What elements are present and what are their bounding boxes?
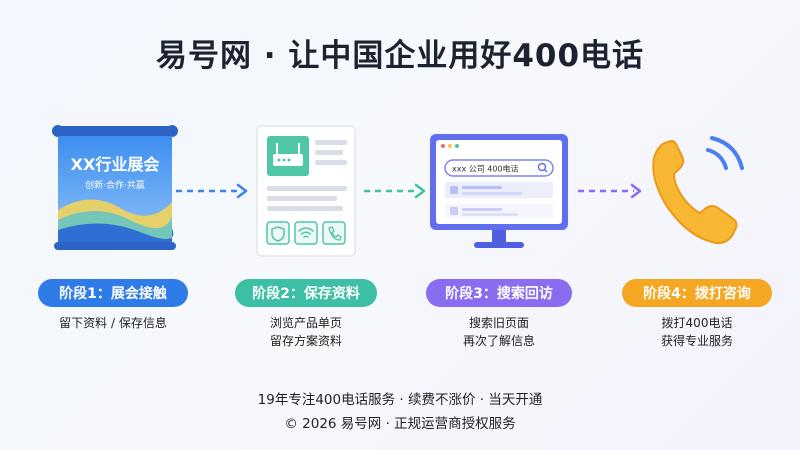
stage-3-description: 搜索旧页面 再次了解信息 — [409, 314, 589, 350]
monitor-search-icon: xxx 公司 400电话 — [430, 134, 568, 248]
stage-1-description: 留下资料 / 保存信息 — [23, 314, 203, 332]
stage-2-description: 浏览产品单页 留存方案资料 — [216, 314, 396, 350]
stage-2-desc-line: 留存方案资料 — [269, 334, 342, 348]
footer-copyright: © 2026 易号网 · 正规运营商授权服务 — [284, 416, 516, 432]
stage-4-description: 拨打400电话 获得专业服务 — [607, 314, 787, 350]
stage-1-label: 阶段1：展会接触 — [38, 279, 188, 307]
stage-3-label: 阶段3：搜索回访 — [426, 279, 572, 307]
stage-3-desc-line: 再次了解信息 — [462, 334, 535, 348]
stage-3-desc-line: 搜索旧页面 — [468, 316, 529, 330]
stage-4-desc-line: 拨打400电话 — [661, 316, 733, 330]
stage-2-desc-line: 浏览产品单页 — [269, 316, 342, 330]
stage-4-label: 阶段4：拨打咨询 — [622, 279, 772, 307]
flow-arrow-2 — [364, 183, 426, 199]
stage-2-label: 阶段2：保存资料 — [235, 279, 377, 307]
search-query-text: xxx 公司 400电话 — [452, 164, 519, 174]
banner-title: XX行业展会 — [71, 155, 160, 174]
footer-tagline: 19年专注400电话服务 · 续费不涨价 · 当天开通 — [257, 392, 543, 408]
page-title: 易号网 · 让中国企业用好400电话 — [155, 38, 645, 74]
phone-call-icon — [652, 136, 744, 245]
stage-4-desc-line: 获得专业服务 — [660, 334, 733, 348]
stage-1-desc-line: 留下资料 / 保存信息 — [59, 316, 167, 330]
flow-arrow-1 — [176, 183, 248, 199]
flow-arrow-3 — [578, 183, 642, 199]
exhibition-banner-icon: XX行业展会 创新·合作·共赢 — [52, 125, 178, 250]
banner-subtitle: 创新·合作·共赢 — [85, 179, 145, 191]
document-router-icon — [256, 125, 356, 257]
